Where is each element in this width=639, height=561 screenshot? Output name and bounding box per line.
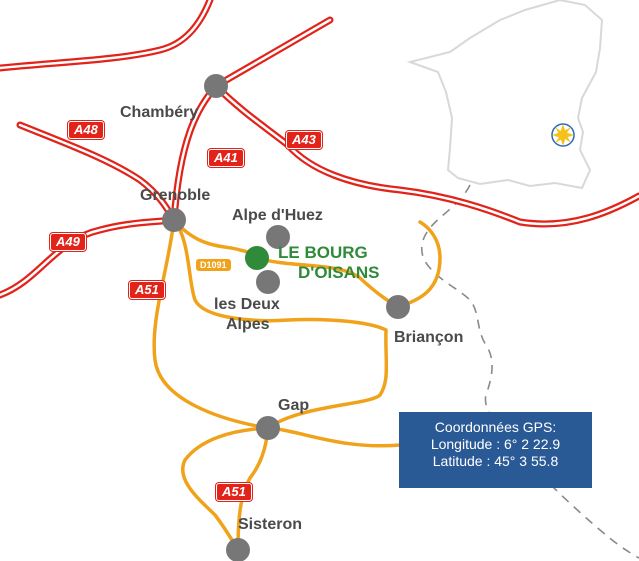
gps-title: Coordonnées GPS:	[434, 419, 557, 435]
road-a43-badge: A43	[286, 131, 322, 149]
city-label-briancon: Briançon	[394, 329, 464, 346]
france-shape	[406, 0, 604, 190]
city-label-chambery: Chambéry	[120, 104, 199, 121]
destination-dot	[245, 246, 269, 270]
grenoble-dot	[162, 208, 186, 232]
destination-label-line2: D'OISANS	[298, 263, 380, 282]
les-deux-alpes-dot	[256, 270, 280, 294]
alpe-huez-dot	[266, 225, 290, 249]
gps-latitude: Latitude : 45° 3 55.8	[432, 453, 559, 469]
city-label-les-deux-alpes-line2: Alpes	[226, 316, 270, 333]
city-label-alpe-huez: Alpe d'Huez	[232, 207, 323, 224]
france-inset	[406, 0, 604, 190]
city-label-sisteron: Sisteron	[238, 516, 303, 533]
gps-coordinates-box: Coordonnées GPS: Longitude : 6° 2 22.9 L…	[399, 412, 592, 488]
road-a41-badge: A41	[208, 149, 244, 167]
road-a51-south-badge: A51	[216, 483, 252, 501]
road-a48-badge: A48	[68, 121, 104, 139]
road-a51-north-badge: A51	[129, 281, 165, 299]
briancon-dot	[386, 295, 410, 319]
city-dots	[162, 74, 410, 561]
country-border	[420, 184, 639, 559]
city-label-grenoble: Grenoble	[140, 187, 211, 204]
city-label-gap: Gap	[278, 397, 310, 414]
gps-longitude: Longitude : 6° 2 22.9	[430, 436, 561, 452]
city-label-les-deux-alpes-line1: les Deux	[214, 296, 280, 313]
chambery-dot	[204, 74, 228, 98]
road-a49-badge: A49	[50, 233, 86, 251]
sun-marker-icon	[551, 123, 575, 147]
road-d1091-badge: D1091	[196, 259, 231, 271]
destination-label-line1: LE BOURG	[278, 243, 368, 262]
sisteron-dot	[226, 538, 250, 561]
gap-dot	[256, 416, 280, 440]
motorways	[0, 0, 639, 299]
